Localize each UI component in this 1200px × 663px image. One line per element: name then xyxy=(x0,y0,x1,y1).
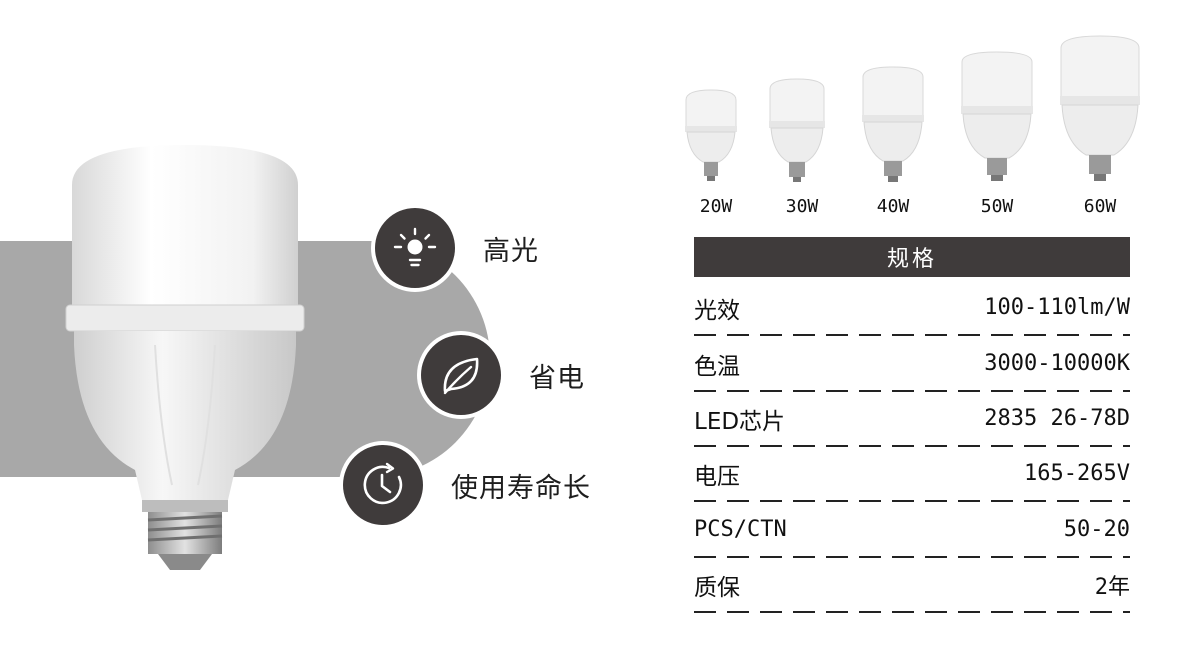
spec-key: PCS/CTN xyxy=(694,517,787,542)
spec-value: 165-265V xyxy=(1024,461,1130,486)
wattage-label: 30W xyxy=(785,196,819,217)
spec-row: 光效 100-110lm/W xyxy=(694,279,1130,336)
spec-row: 质保 2年 xyxy=(694,556,1130,613)
wattage-label: 20W xyxy=(699,196,733,217)
sun-icon-badge xyxy=(375,208,455,288)
bulb-40w-image xyxy=(862,66,924,182)
feature-energy-saving: 省电 xyxy=(421,335,585,415)
feature-high-light: 高光 xyxy=(375,208,539,288)
spec-row: 色温 3000-10000K xyxy=(694,335,1130,392)
spec-key: LED芯片 xyxy=(694,408,786,435)
spec-row: 电压 165-265V xyxy=(694,445,1130,502)
spec-value: 2年 xyxy=(1094,574,1130,600)
bulb-50w-image xyxy=(961,51,1033,181)
spec-value: 100-110lm/W xyxy=(984,295,1130,320)
wattage-label: 60W xyxy=(1083,196,1117,217)
feature-label: 高光 xyxy=(483,235,539,267)
sun-icon xyxy=(393,227,437,267)
spec-key: 电压 xyxy=(694,463,740,490)
wattage-label: 50W xyxy=(980,196,1014,217)
clock-icon xyxy=(363,462,403,505)
feature-label: 省电 xyxy=(529,362,585,394)
spec-row: PCS/CTN 50-20 xyxy=(694,501,1130,558)
spec-key: 质保 xyxy=(694,574,740,601)
leaf-icon-badge xyxy=(421,335,501,415)
bulb-30w-image xyxy=(769,78,825,182)
leaf-icon xyxy=(443,357,479,395)
wattage-label: 40W xyxy=(876,196,910,217)
feature-long-life: 使用寿命长 xyxy=(343,445,591,525)
feature-label: 使用寿命长 xyxy=(451,472,591,504)
spec-value: 3000-10000K xyxy=(984,351,1130,376)
spec-row: LED芯片 2835 26-78D xyxy=(694,390,1130,447)
hero-bulb-image xyxy=(65,145,305,570)
spec-table-header: 规格 xyxy=(694,237,1130,277)
bulb-60w-image xyxy=(1060,35,1140,181)
spec-value: 50-20 xyxy=(1063,517,1130,542)
spec-value: 2835 26-78D xyxy=(984,406,1130,431)
bulb-20w-image xyxy=(685,89,737,181)
spec-key: 色温 xyxy=(694,353,740,380)
clock-icon-badge xyxy=(343,445,423,525)
spec-key: 光效 xyxy=(694,297,740,324)
